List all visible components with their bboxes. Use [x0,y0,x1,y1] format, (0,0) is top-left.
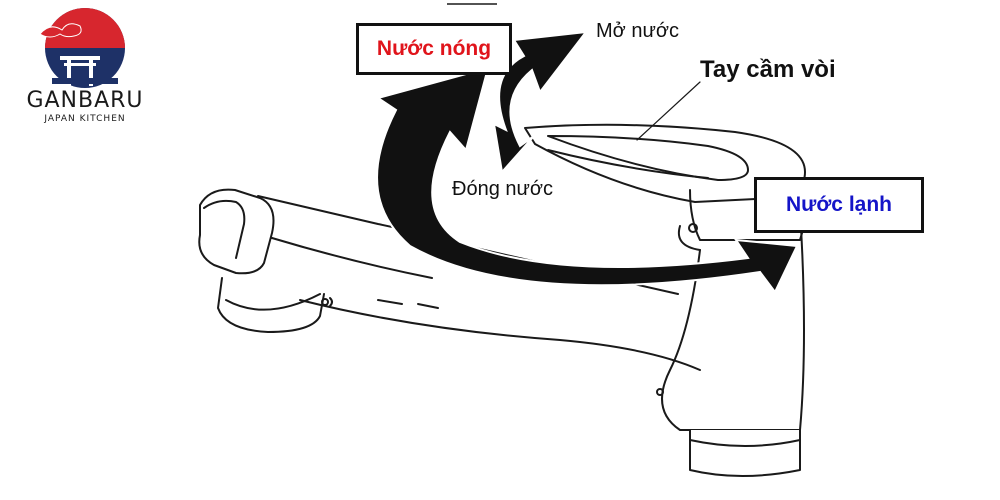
close-water-label: Đóng nước [452,178,553,200]
brand-name: GANBARU [26,88,144,113]
brand-subtitle: JAPAN KITCHEN [44,114,126,124]
cold-water-label-box: Nước lạnh [754,177,924,233]
logo-water-band [52,78,118,84]
faucet-body [661,209,805,431]
spout-aerator [217,277,325,333]
ganbaru-logo [39,8,125,88]
open-water-label: Mở nước [596,20,679,42]
hot-water-label-box: Nước nóng [356,23,512,75]
handle-leader-line [636,81,701,141]
faucet-base [689,429,801,477]
cold-water-label: Nước lạnh [786,193,892,216]
faucet-handle [524,123,806,203]
handle-label: Tay cầm vòi [700,56,836,83]
handle-slot [547,135,749,181]
logo-sun [45,8,125,48]
spout-tip-face [203,199,246,259]
torii-gate-icon [60,56,100,86]
hot-water-label: Nước nóng [376,37,492,60]
spout-head [198,188,275,275]
hot-cold-arrow [375,66,799,294]
handle-screw [688,223,698,233]
faucet-drawing [198,81,806,477]
logo-cloud [39,23,82,38]
